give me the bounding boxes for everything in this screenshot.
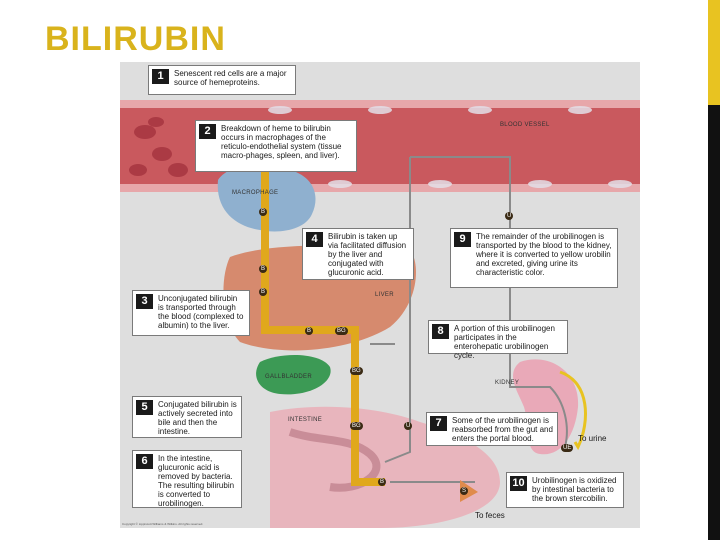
- step-10-callout: 10 Urobilinogen is oxidized by intestina…: [506, 472, 624, 508]
- step-text: Urobilinogen is oxidized by intestinal b…: [532, 476, 617, 503]
- step-3-callout: 3 Unconjugated bilirubin is transported …: [132, 290, 250, 336]
- gallbladder-label: GALLBLADDER: [265, 374, 312, 380]
- bilirubin-metabolism-diagram: BLOOD VESSEL MACROPHAGE LIVER GALLBLADDE…: [120, 62, 640, 528]
- feces-arrow: [460, 480, 478, 502]
- step-number: 7: [430, 416, 447, 431]
- step-text: Conjugated bilirubin is actively secrete…: [158, 400, 237, 436]
- chip-bilirubin: B: [378, 478, 387, 486]
- step-8-callout: 8 A portion of this urobilinogen partici…: [428, 320, 568, 360]
- step-number: 1: [152, 69, 169, 84]
- step-7-callout: 7 Some of the urobilinogen is reabsorbed…: [426, 412, 558, 446]
- red-blood-cells: [129, 117, 188, 177]
- side-bar: [708, 105, 720, 540]
- kidney-label: KIDNEY: [495, 380, 520, 386]
- step-text: Some of the urobilinogen is reabsorbed f…: [452, 416, 553, 443]
- step-5-callout: 5 Conjugated bilirubin is actively secre…: [132, 396, 242, 438]
- chip-bilirubin: B: [305, 327, 314, 335]
- chip-urobilin: UE: [561, 444, 574, 452]
- chip-bilirubin: B: [259, 208, 268, 216]
- step-number: 3: [136, 294, 153, 309]
- blood-vessel-label: BLOOD VESSEL: [500, 122, 550, 128]
- chip-bilirubin: B: [259, 288, 268, 296]
- step-text: In the intestine, glucuronic acid is rem…: [158, 454, 235, 508]
- slide-title: BILIRUBIN: [45, 20, 226, 58]
- step-text: Unconjugated bilirubin is transported th…: [158, 294, 244, 330]
- step-1-callout: 1 Senescent red cells are a major source…: [148, 65, 296, 95]
- to-feces-label: To feces: [475, 511, 505, 520]
- step-4-callout: 4 Bilirubin is taken up via facilitated …: [302, 228, 414, 280]
- chip-stercobilin: S: [460, 487, 469, 495]
- step-text: The remainder of the urobilinogen is tra…: [476, 232, 612, 277]
- accent-bar: [708, 0, 720, 105]
- step-6-callout: 6 In the intestine, glucuronic acid is r…: [132, 450, 242, 508]
- step-number: 8: [432, 324, 449, 339]
- step-number: 4: [306, 232, 323, 247]
- gallbladder: [256, 355, 331, 395]
- chip-bilirubin: B: [259, 265, 268, 273]
- step-number: 10: [510, 476, 527, 491]
- step-number: 2: [199, 124, 216, 139]
- step-number: 9: [454, 232, 471, 247]
- step-text: Senescent red cells are a major source o…: [174, 69, 287, 87]
- step-text: A portion of this urobilinogen participa…: [454, 324, 555, 360]
- step-9-callout: 9 The remainder of the urobilinogen is t…: [450, 228, 618, 288]
- liver-label: LIVER: [375, 292, 394, 298]
- intestine-label: INTESTINE: [288, 417, 323, 423]
- step-number: 6: [136, 454, 153, 469]
- chip-urobilinogen: U: [505, 212, 514, 220]
- chip-bilirubin-glucuronide: BG: [335, 327, 348, 335]
- chip-urobilinogen: U: [404, 422, 413, 430]
- step-text: Bilirubin is taken up via facilitated di…: [328, 232, 407, 277]
- step-2-callout: 2 Breakdown of heme to bilirubin occurs …: [195, 120, 357, 172]
- step-text: Breakdown of heme to bilirubin occurs in…: [221, 124, 342, 160]
- chip-bilirubin-glucuronide: BG: [350, 422, 363, 430]
- step-number: 5: [136, 400, 153, 415]
- to-urine-label: To urine: [578, 434, 607, 443]
- macrophage-label: MACROPHAGE: [232, 190, 279, 196]
- chip-bilirubin-glucuronide: BG: [350, 367, 363, 375]
- copyright-credit: Copyright © Lippincott Williams & Wilkin…: [122, 522, 204, 526]
